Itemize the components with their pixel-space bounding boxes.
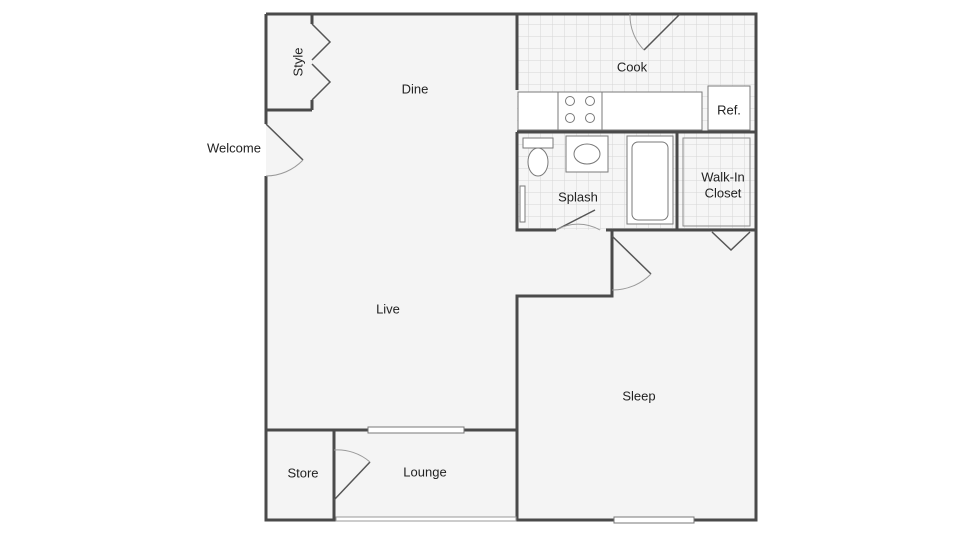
- towel-bar: [519, 185, 526, 223]
- room-label-walk-in: Walk-In: [701, 169, 745, 184]
- kitchen-counter: [517, 91, 703, 131]
- room-label-sleep: Sleep: [622, 388, 655, 403]
- bathtub-icon: [626, 135, 674, 225]
- sleep-door: [611, 235, 652, 291]
- bath-west-wall: [515, 132, 556, 232]
- outer-wall: [264, 12, 758, 522]
- room-label-lounge: Lounge: [403, 464, 446, 479]
- room-label-welcome: Welcome: [207, 140, 261, 155]
- room-label-style: Style: [290, 48, 305, 77]
- burner-icons: [565, 96, 595, 123]
- store-door: [333, 449, 371, 501]
- kitchen-door: [629, 13, 681, 51]
- style-closet-wall: [266, 14, 314, 112]
- closet-door: [711, 231, 751, 252]
- range: [557, 91, 603, 131]
- lounge-opening: [335, 516, 517, 522]
- room-label-cook: Cook: [617, 59, 648, 74]
- closet-floor: [677, 132, 756, 230]
- room-label-splash: Splash: [558, 189, 598, 204]
- toilet-icon: [522, 137, 554, 177]
- bath-door: [555, 209, 601, 231]
- room-label-live: Live: [376, 301, 400, 316]
- refrigerator: [707, 85, 751, 131]
- style-closet-doors: [311, 23, 332, 101]
- room-label-closet: Closet: [705, 185, 742, 200]
- live-sleep-wall: [515, 230, 614, 520]
- sleep-window: [613, 516, 695, 524]
- entry-door: [265, 123, 304, 177]
- sink-icon: [565, 135, 609, 173]
- closet-shelf: [682, 137, 751, 227]
- room-label-ref: Ref.: [717, 102, 741, 117]
- room-label-dine: Dine: [402, 81, 429, 96]
- room-label-store: Store: [287, 465, 318, 480]
- lounge-window: [367, 426, 465, 434]
